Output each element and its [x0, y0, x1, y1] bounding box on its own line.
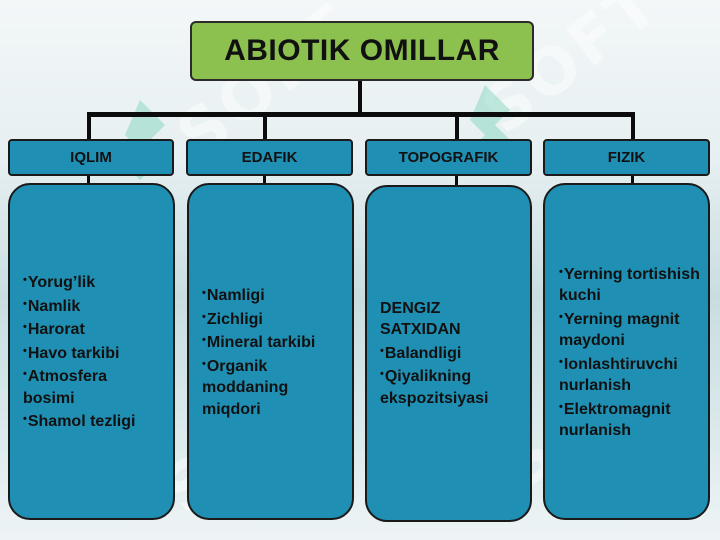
- list-item: •Qiyalikning ekspozitsiyasi: [380, 364, 520, 409]
- bullet-icon: •: [559, 355, 563, 368]
- connector-horizontal-bar: [87, 112, 635, 117]
- connector-edafik: [263, 112, 267, 140]
- connector-iqlim: [87, 112, 91, 140]
- list-item: •Havo tarkibi: [23, 341, 167, 365]
- bullet-icon: •: [202, 357, 206, 370]
- item-text: Ionlashtiruvchi nurlanish: [559, 355, 678, 395]
- list-item: •Organik moddaning miqdori: [202, 354, 307, 421]
- item-list: •Yorug’lik •Namlik •Harorat •Havo tarkib…: [23, 270, 167, 433]
- bullet-icon: •: [380, 344, 384, 357]
- title-box: ABIOTIK OMILLAR: [190, 21, 534, 81]
- category-content-iqlim: •Yorug’lik •Namlik •Harorat •Havo tarkib…: [8, 183, 175, 520]
- category-header-fizik: FIZIK: [543, 139, 710, 176]
- list-item: •Shamol tezligi: [23, 409, 167, 433]
- bullet-icon: •: [559, 265, 563, 278]
- list-item: •Ionlashtiruvchi nurlanish: [559, 352, 709, 397]
- bullet-icon: •: [23, 368, 27, 381]
- list-item: •Namligi: [202, 283, 346, 307]
- item-text: Zichligi: [206, 310, 263, 328]
- list-item: •Namlik: [23, 294, 167, 318]
- item-list: •Balandligi •Qiyalikning ekspozitsiyasi: [380, 341, 524, 410]
- list-item: •Yerning magnit maydoni: [559, 307, 709, 352]
- item-text: Namlik: [27, 297, 81, 315]
- item-text: Yerning magnit maydoni: [559, 310, 680, 350]
- list-item: •Mineral tarkibi: [202, 330, 346, 354]
- list-item: •Yorug’lik: [23, 270, 167, 294]
- bullet-icon: •: [23, 413, 27, 426]
- item-text: Elektromagnit nurlanish: [559, 400, 671, 440]
- connector-edafik-content: [263, 175, 266, 184]
- bullet-icon: •: [23, 297, 27, 310]
- item-text: Harorat: [27, 321, 85, 339]
- intro-line: DENGIZ: [380, 299, 441, 317]
- item-text: Yorug’lik: [27, 274, 96, 292]
- item-text: Atmosfera bosimi: [23, 368, 107, 407]
- list-item: •Elektromagnit nurlanish: [559, 397, 709, 442]
- bullet-icon: •: [202, 287, 206, 299]
- list-item: •Atmosfera bosimi: [23, 364, 133, 409]
- bullet-icon: •: [23, 321, 27, 334]
- list-item: •Yerning tortishish kuchi: [559, 262, 717, 307]
- connector-title-down: [358, 81, 362, 115]
- bullet-icon: •: [202, 334, 206, 346]
- connector-fizik: [631, 112, 635, 140]
- list-item: •Balandligi: [380, 341, 524, 365]
- item-text: Qiyalikning ekspozitsiyasi: [380, 368, 489, 407]
- list-item: •Zichligi: [202, 307, 346, 331]
- connector-iqlim-content: [87, 175, 90, 184]
- category-content-fizik: •Yerning tortishish kuchi •Yerning magni…: [543, 183, 710, 520]
- connector-topografik-content: [455, 175, 458, 186]
- bullet-icon: •: [559, 400, 563, 413]
- item-text: Havo tarkibi: [27, 344, 120, 362]
- item-text: Shamol tezligi: [27, 413, 136, 431]
- bullet-icon: •: [202, 310, 206, 323]
- bullet-icon: •: [559, 310, 563, 323]
- connector-topografik: [455, 112, 459, 140]
- bullet-icon: •: [23, 344, 27, 357]
- category-content-edafik: •Namligi •Zichligi •Mineral tarkibi •Org…: [187, 183, 354, 520]
- item-list: •Namligi •Zichligi •Mineral tarkibi •Org…: [202, 283, 346, 420]
- category-header-edafik: EDAFIK: [186, 139, 353, 176]
- list-item: •Harorat: [23, 317, 167, 341]
- intro-line: SATXIDAN: [380, 321, 461, 339]
- item-text: Namligi: [206, 287, 265, 304]
- item-text: Mineral tarkibi: [206, 334, 316, 351]
- category-content-topografik: DENGIZ SATXIDAN •Balandligi •Qiyalikning…: [365, 185, 532, 522]
- bullet-icon: •: [380, 368, 384, 381]
- category-header-topografik: TOPOGRAFIK: [365, 139, 532, 176]
- bullet-icon: •: [23, 274, 27, 287]
- item-text: Organik moddaning miqdori: [202, 357, 289, 418]
- category-header-iqlim: IQLIM: [8, 139, 174, 176]
- item-list: •Yerning tortishish kuchi •Yerning magni…: [559, 262, 706, 442]
- item-text: Yerning tortishish kuchi: [559, 265, 700, 305]
- connector-fizik-content: [631, 175, 634, 184]
- item-text: Balandligi: [384, 344, 462, 362]
